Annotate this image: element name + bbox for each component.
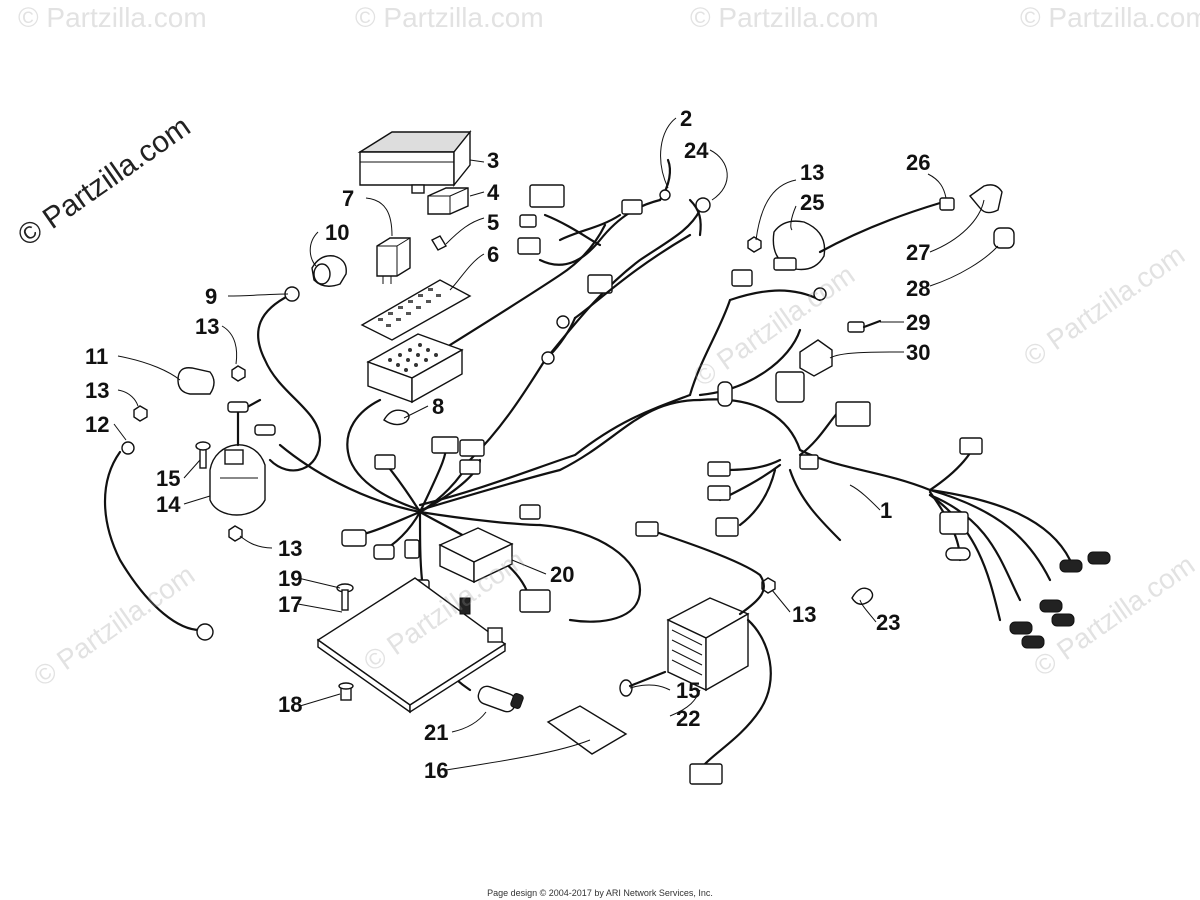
- callout-15-a: 15: [156, 466, 181, 491]
- starter-solenoid: [209, 398, 276, 516]
- ignition-coil: [772, 184, 1015, 333]
- harness-connectors: [341, 269, 983, 613]
- watermark-faint-4: © Partzilla.com: [1020, 2, 1200, 33]
- callout-13-c: 13: [278, 536, 303, 561]
- plate-screws: [336, 583, 354, 701]
- callout-30: 30: [906, 340, 931, 365]
- callout-6: 6: [487, 242, 500, 267]
- sub-harness: [517, 158, 711, 365]
- callout-3: 3: [487, 148, 500, 173]
- callout-23: 23: [876, 610, 901, 635]
- callout-19: 19: [278, 566, 303, 591]
- wire-clip-right: [851, 587, 874, 605]
- voltage-regulator: [635, 521, 772, 785]
- fuse-box-cover: [357, 130, 472, 194]
- callout-13-d: 13: [792, 602, 817, 627]
- callout-9: 9: [205, 284, 218, 309]
- callout-21: 21: [424, 720, 449, 745]
- callout-25: 25: [800, 190, 825, 215]
- lamp-sockets: [1009, 551, 1111, 649]
- watermark-faint-2: © Partzilla.com: [355, 2, 544, 33]
- footer-copyright: Page design © 2004-2017 by ARI Network S…: [487, 888, 713, 898]
- callout-4: 4: [487, 180, 500, 205]
- terminal-boot: [177, 367, 215, 395]
- fuse-label-sheet: [360, 279, 472, 341]
- power-outlet: [477, 685, 524, 713]
- warning-label: [546, 705, 628, 755]
- callout-14: 14: [156, 492, 181, 517]
- wire-clip-left: [383, 409, 410, 426]
- battery-cable: [257, 286, 322, 472]
- callout-5: 5: [487, 210, 500, 235]
- watermark-faint-1: © Partzilla.com: [18, 2, 207, 33]
- callout-20: 20: [550, 562, 575, 587]
- main-wire-harness: [278, 208, 1072, 692]
- watermark-faint-3: © Partzilla.com: [690, 2, 879, 33]
- terminal-cap: [311, 255, 347, 287]
- callout-26: 26: [906, 150, 931, 175]
- callout-22: 22: [676, 706, 701, 731]
- fuse-block: [366, 333, 464, 404]
- callout-13-a: 13: [195, 314, 220, 339]
- callout-13-b: 13: [85, 378, 110, 403]
- callout-8: 8: [432, 394, 445, 419]
- fuse: [431, 235, 447, 251]
- callout-16: 16: [424, 758, 449, 783]
- mounting-plate: [316, 577, 507, 714]
- relay-large: [376, 237, 411, 284]
- callout-18: 18: [278, 692, 303, 717]
- callout-11: 11: [85, 344, 109, 369]
- leader-lines: [113, 117, 999, 771]
- callout-10: 10: [325, 220, 350, 245]
- bolt-right: [619, 670, 667, 697]
- callout-15-b: 15: [676, 678, 701, 703]
- callout-13-e: 13: [800, 160, 825, 185]
- callout-7: 7: [342, 186, 355, 211]
- callout-28: 28: [906, 276, 931, 301]
- callout-24: 24: [684, 138, 709, 163]
- cdi-module: [438, 527, 514, 584]
- callout-17: 17: [278, 592, 303, 617]
- relay-small: [427, 187, 469, 215]
- callout-29: 29: [906, 310, 931, 335]
- callout-1: 1: [880, 498, 893, 523]
- callout-2: 2: [680, 106, 693, 131]
- bolt-left: [195, 441, 211, 469]
- callout-27: 27: [906, 240, 931, 265]
- callout-12: 12: [85, 412, 110, 437]
- ground-cable: [104, 441, 214, 641]
